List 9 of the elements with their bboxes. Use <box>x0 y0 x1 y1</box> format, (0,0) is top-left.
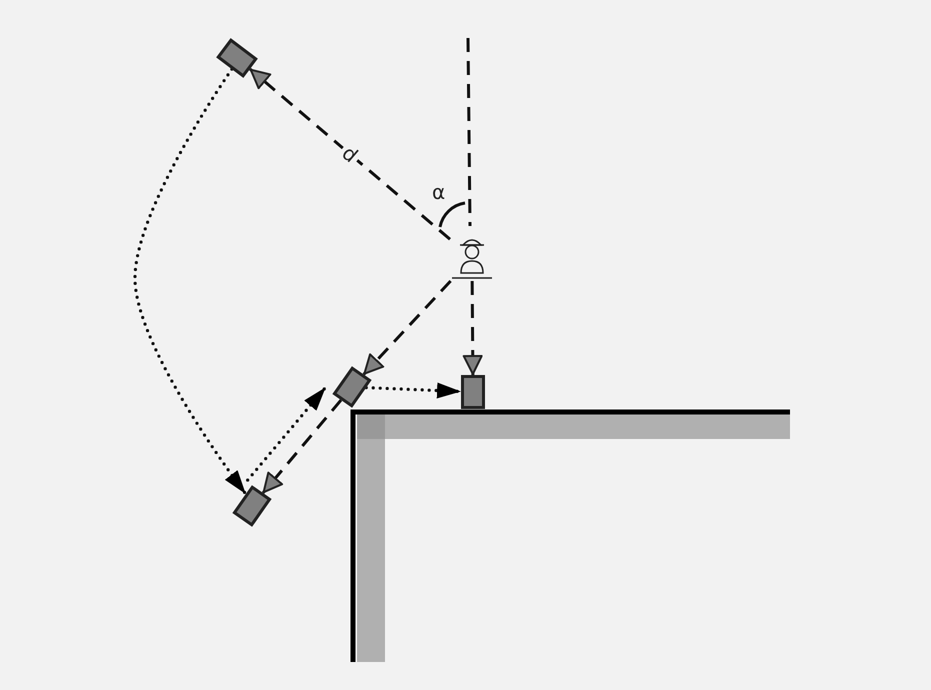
dashed-arrow <box>462 280 483 376</box>
dashed-arrow <box>249 68 451 240</box>
dotted-arrow <box>133 68 248 496</box>
angle-label: α <box>432 182 446 202</box>
camera-box <box>461 375 485 409</box>
dotted-arrow <box>246 386 328 482</box>
dashed-arrow <box>262 399 342 494</box>
dashed-arrow <box>362 280 452 376</box>
dotted-arrow <box>364 382 463 398</box>
